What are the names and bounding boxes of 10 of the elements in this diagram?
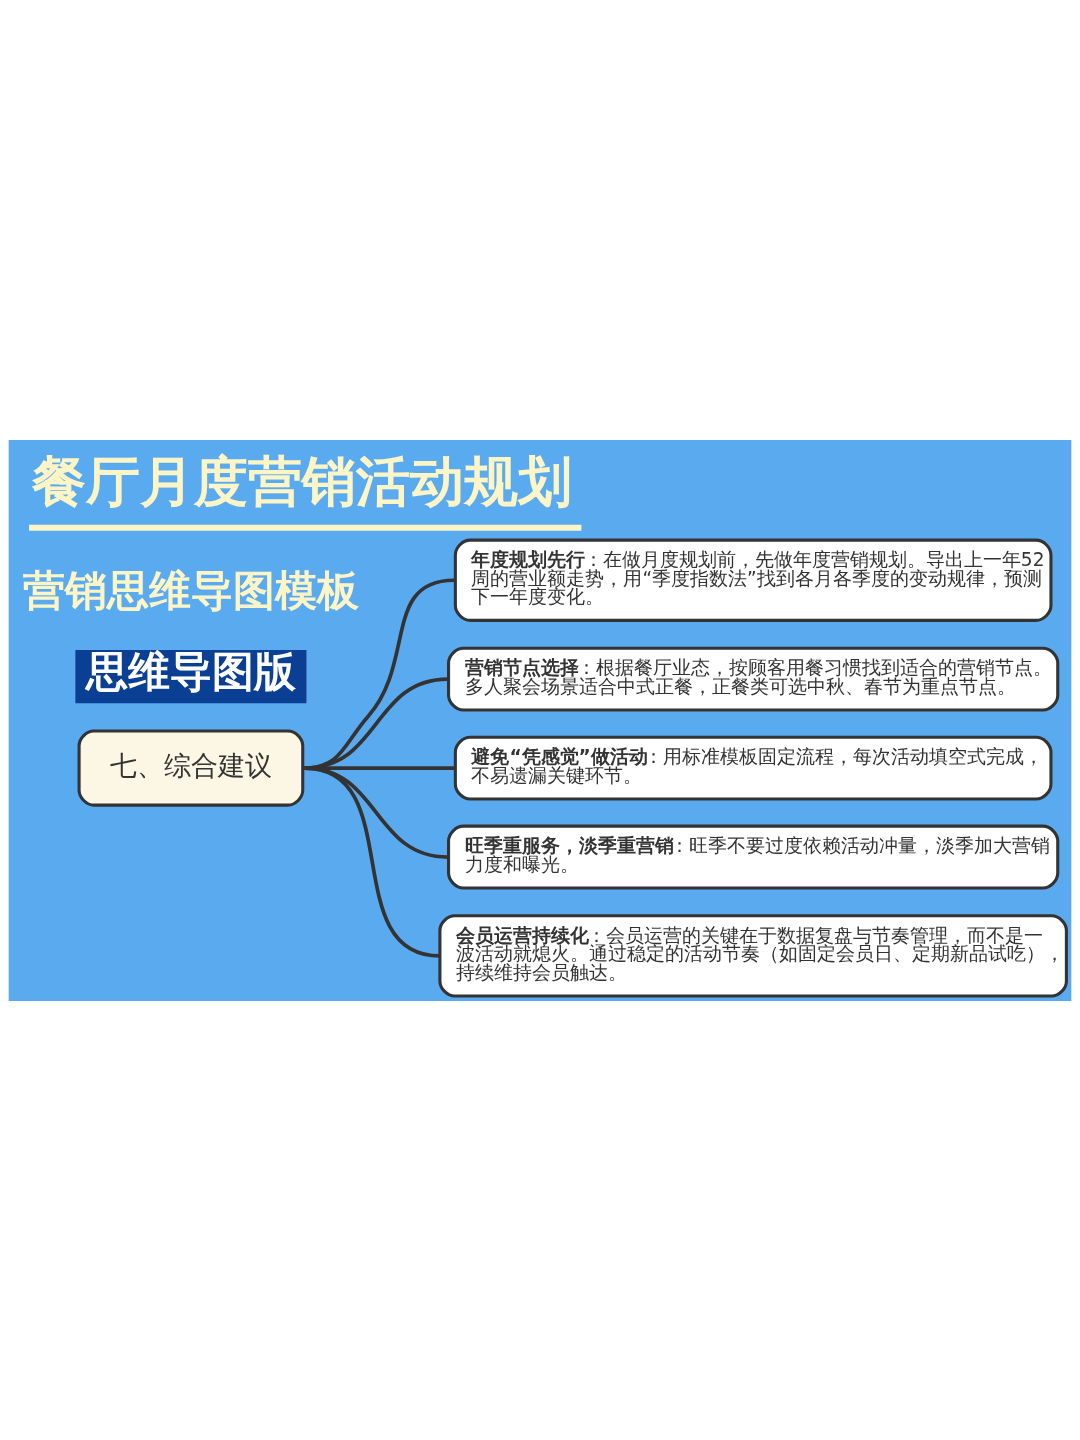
node-box: 会员运营持续化：会员运营的关键在于数据复盘与节奏管理，而不是一波活动就熄火。通过稳定的活动节奏（如固定会员日、定期新品试吃），持续维持会员触达。 [438, 913, 1068, 998]
diagram-title: 餐厅月度营销活动规划 [31, 449, 572, 513]
node-box: 年度规划先行：在做月度规划前，先做年度营销规划。导出上一年52周的营业额走势，用“季度指数法”找到各月各季度的变动规律，预测下一年度变化。 [453, 538, 1053, 622]
label: 思维导图版 [86, 646, 297, 696]
connector [304, 765, 441, 958]
node-box: 旺季重服务，淡季重营销：旺季不要过度依赖活动冲量，淡季加大营销力度和曝光。 [447, 824, 1060, 889]
node-box: 营销节点选择：根据餐厅业态，按顾客用餐习惯找到适合的营销节点。多人聚会场景适合中式正餐，正餐类可选中秋、春节为重点节点。 [447, 646, 1060, 712]
label: 营销思维导图模板 [23, 565, 360, 615]
node-box: 避免“凭感觉”做活动：用标准模板固定流程，每次活动填空式完成，不易遗漏关键环节。 [453, 735, 1053, 800]
node-box: 七、综合建议 [77, 728, 305, 807]
